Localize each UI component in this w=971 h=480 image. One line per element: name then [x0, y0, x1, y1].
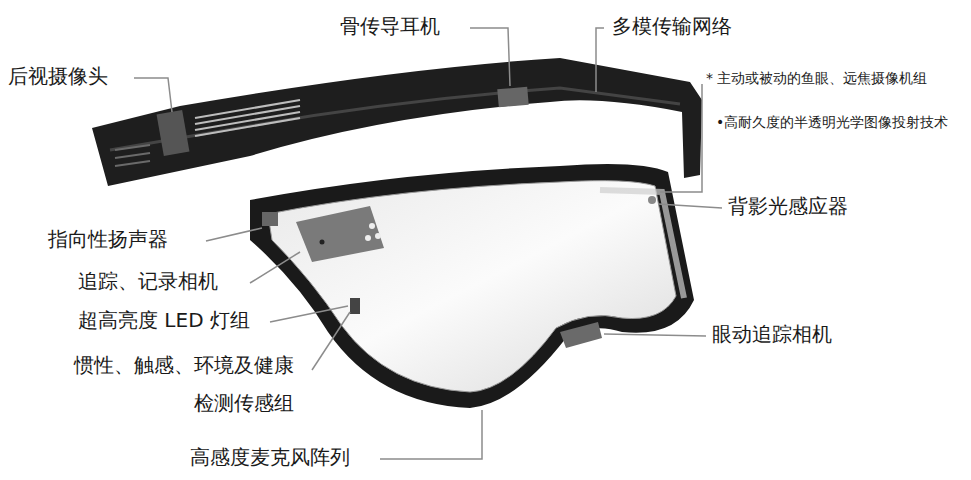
part-label: * 主动或被动的鱼眼、远焦摄像机组: [706, 70, 927, 87]
part-label: 指向性扬声器: [48, 227, 168, 251]
part-label: 背影光感应器: [728, 194, 848, 218]
part-label: 后视摄像头: [8, 64, 108, 88]
part-label: 高感度麦克风阵列: [190, 445, 350, 469]
part-label: 追踪、记录相机: [78, 269, 218, 293]
part-label: •高耐久度的半透明光学图像投射技术: [716, 114, 948, 131]
part-label: 眼动追踪相机: [712, 322, 832, 346]
part-label: 超高亮度 LED 灯组: [78, 308, 250, 332]
part-label: 骨传导耳机: [340, 14, 440, 38]
part-label: 惯性、触感、环境及健康 检测传感组: [62, 346, 294, 422]
part-label: 多模传输网络: [612, 14, 732, 38]
